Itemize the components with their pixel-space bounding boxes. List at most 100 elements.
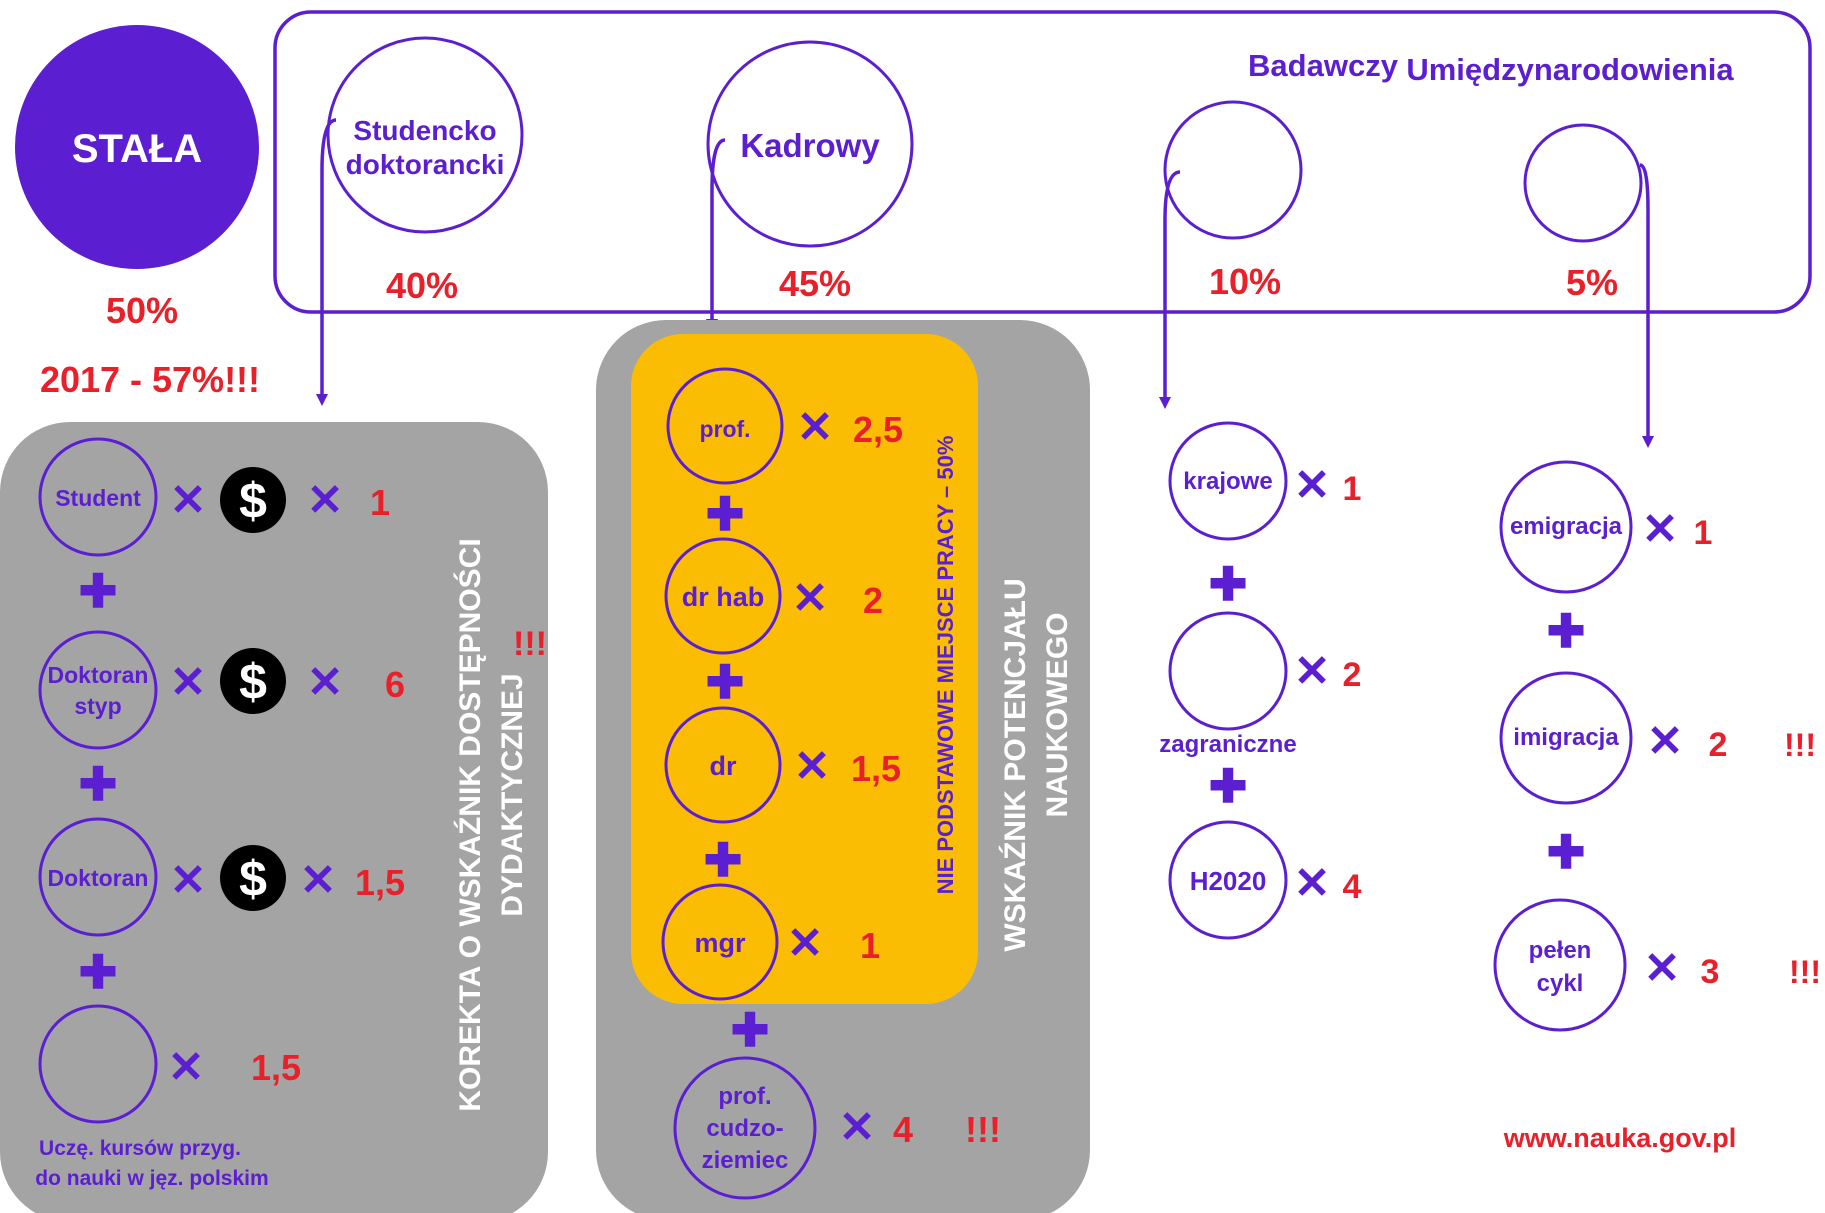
kursy-footnote-1: Uczę. kursów przyg.: [39, 1137, 241, 1160]
research-h2020-multiplier: 4: [1343, 868, 1362, 906]
stala-circle: [15, 25, 259, 269]
arrow-kadrowy: [706, 138, 726, 331]
intl-emigracja-label: emigracja: [1510, 513, 1623, 540]
intl-plus-1: ✚: [1547, 605, 1586, 657]
staff-drhab-times: ✕: [792, 574, 829, 623]
research-krajowe-label: krajowe: [1183, 468, 1272, 495]
student-plus-3: ✚: [79, 946, 118, 998]
student-vertical-title-1: KOREKTA O WSKAŹNIK DOSTĘPNOŚCI: [453, 538, 487, 1111]
staff-mgr-label: mgr: [694, 928, 746, 958]
intl-imigracja-exclaim: !!!: [1784, 727, 1816, 763]
staff-plus-4: ✚: [731, 1004, 770, 1056]
doktoran-multiplier: 1,5: [355, 862, 405, 903]
category-umiedzynarodowienia-percent: 5%: [1566, 262, 1618, 303]
intl-emigracja-multiplier: 1: [1694, 514, 1713, 552]
research-column: krajowe ✕ 1 ✚ ✕ 2 zagraniczne ✚ H2020 ✕ …: [1159, 421, 1362, 940]
staff-plus-3: ✚: [704, 834, 743, 886]
doktoran-styp-multiplier: 6: [385, 664, 405, 705]
category-kadrowy-label: Kadrowy: [740, 127, 880, 164]
stala-2017-note: 2017 - 57%!!!: [40, 359, 260, 400]
staff-prof-multiplier: 2,5: [853, 409, 903, 450]
research-zagraniczne-circle: [1168, 611, 1288, 731]
staff-dr-label: dr: [710, 751, 737, 781]
doktoran-styp-times-1: ✕: [170, 658, 207, 707]
stala-label: STAŁA: [72, 127, 202, 171]
staff-orange-panel: [631, 334, 978, 1004]
doktoran-label: Doktoran: [48, 865, 149, 891]
staff-mgr-multiplier: 1: [860, 925, 880, 966]
category-umiedzynarodowienia-label: Umiędzynarodowienia: [1406, 52, 1734, 87]
staff-foreign-times: ✕: [839, 1103, 876, 1152]
staff-prof-times: ✕: [797, 403, 834, 452]
staff-prof-label: prof.: [699, 416, 750, 442]
staff-foreign-label-3: ziemiec: [702, 1147, 789, 1174]
research-krajowe-circle: [1168, 421, 1288, 541]
category-studencko-label-1: Studencko: [353, 115, 496, 146]
doktoran-circle: [38, 817, 158, 937]
arrow-badawczy: [1159, 170, 1181, 409]
categories-frame: [273, 10, 1812, 314]
kursy-circle: [38, 1004, 158, 1124]
research-h2020-circle: [1168, 820, 1288, 940]
staff-drhab-multiplier: 2: [863, 580, 883, 621]
student-panel-bg: [0, 422, 548, 1213]
staff-dr-circle: [664, 706, 782, 824]
student-times-1: ✕: [170, 476, 207, 525]
intl-pelen-cykl-exclaim: !!!: [1789, 954, 1821, 990]
staff-drhab-label: dr hab: [682, 582, 765, 612]
category-kadrowy-circle: [706, 40, 914, 248]
intl-pelen-cykl-times: ✕: [1644, 944, 1681, 993]
student-panel-exclaim: !!!: [513, 625, 547, 663]
student-plus-2: ✚: [79, 758, 118, 810]
staff-vertical-title-1: WSKAŹNIK POTENCJAŁU: [998, 578, 1032, 951]
intl-pelen-cykl-label-2: cykl: [1537, 970, 1584, 997]
research-h2020-times: ✕: [1294, 859, 1331, 908]
intl-imigracja-circle: [1499, 671, 1633, 805]
dollar-icon-3: [220, 845, 286, 911]
research-h2020-label: H2020: [1190, 866, 1267, 896]
staff-foreign-label-2: cudzo-: [706, 1115, 783, 1142]
staff-plus-1: ✚: [706, 488, 745, 540]
dollar-icon-2: [220, 648, 286, 714]
doktoran-styp-label-1: Doktoran: [48, 662, 149, 688]
category-badawczy-circle: [1163, 100, 1303, 240]
staff-drhab-circle: [664, 537, 782, 655]
top-section: STAŁA 50% 2017 - 57%!!! Studencko doktor…: [15, 10, 1812, 400]
student-label: Student: [55, 485, 141, 511]
doktoran-times-2: ✕: [300, 856, 337, 905]
intl-emigracja-times: ✕: [1642, 505, 1679, 554]
doktoran-styp-circle: [38, 630, 158, 750]
staff-foreign-label-1: prof.: [718, 1083, 771, 1110]
staff-plus-2: ✚: [706, 656, 745, 708]
doktoran-styp-label-2: styp: [74, 693, 121, 719]
staff-prof-circle: [666, 367, 784, 485]
category-studencko-label-2: doktorancki: [346, 149, 505, 180]
student-times-2: ✕: [307, 476, 344, 525]
category-umiedzynarodowienia-circle: [1523, 123, 1643, 243]
staff-foreign-circle: [673, 1056, 817, 1200]
intl-imigracja-label: imigracja: [1513, 724, 1619, 751]
category-studencko-circle: [326, 36, 524, 234]
research-zagraniczne-times: ✕: [1294, 647, 1331, 696]
stala-percent: 50%: [106, 290, 178, 331]
research-plus-2: ✚: [1209, 760, 1248, 812]
student-panel: Student ✕ $ ✕ 1 ✚ Doktoran styp ✕ $ ✕ 6 …: [0, 422, 548, 1213]
research-plus-1: ✚: [1209, 558, 1248, 610]
connector-arrows: [316, 118, 1654, 448]
student-circle: [38, 437, 158, 557]
arrow-studencko: [316, 118, 337, 406]
research-krajowe-multiplier: 1: [1343, 470, 1362, 508]
intl-pelen-cykl-circle: [1493, 898, 1627, 1032]
doktoran-styp-times-2: ✕: [307, 658, 344, 707]
category-kadrowy-percent: 45%: [779, 263, 851, 304]
kursy-times: ✕: [168, 1043, 205, 1092]
doktoran-times-1: ✕: [170, 856, 207, 905]
intl-emigracja-circle: [1499, 460, 1633, 594]
category-badawczy-percent: 10%: [1209, 261, 1281, 302]
intl-imigracja-times: ✕: [1647, 717, 1684, 766]
staff-vertical-title-2: NAUKOWEGO: [1041, 613, 1074, 818]
intl-imigracja-multiplier: 2: [1709, 726, 1728, 764]
intl-pelen-cykl-multiplier: 3: [1701, 953, 1720, 991]
staff-foreign-exclaim: !!!: [965, 1109, 1001, 1150]
category-studencko-percent: 40%: [386, 265, 458, 306]
